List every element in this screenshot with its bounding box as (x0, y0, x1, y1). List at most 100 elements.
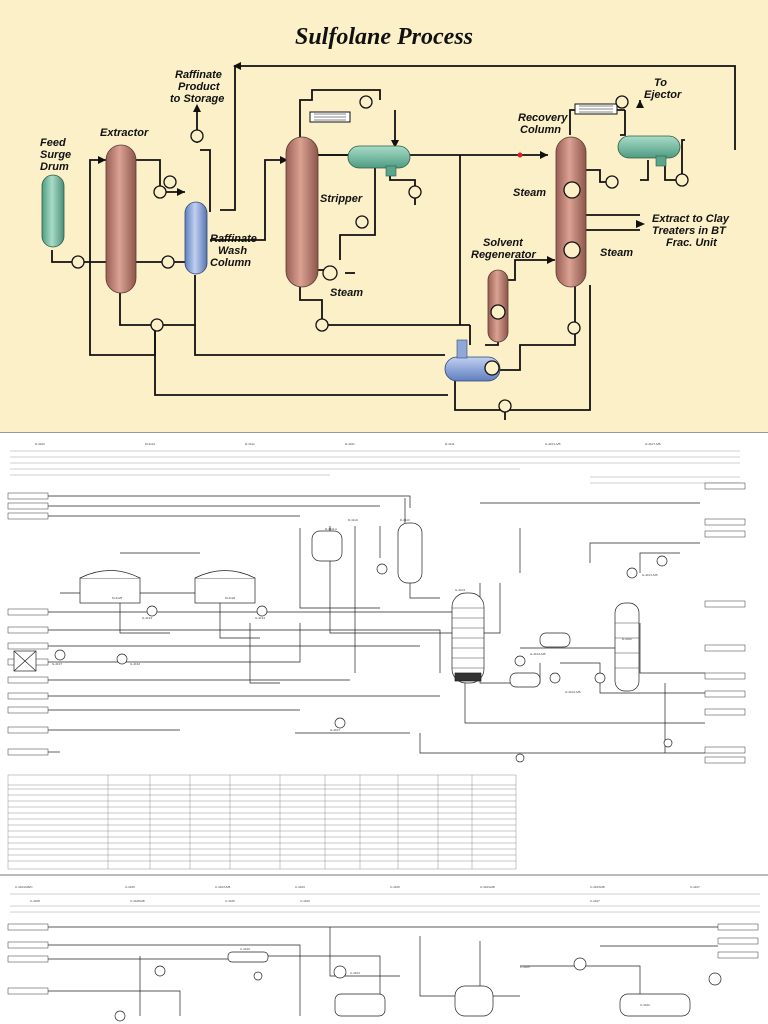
pid2-right-stream-boxes (717, 923, 759, 959)
label-extract-line1: Extract to Clay (652, 213, 730, 225)
label-wash-line3: Column (210, 257, 251, 269)
pid2-tag-10: C-4108A/B (130, 899, 145, 903)
recovery-column (555, 136, 587, 288)
pid2-tag-3: C-4104 A/B (215, 885, 230, 889)
pid2-header-notes: C-4104A/B/C C-4105 C-4104 A/B C-4103 C-4… (10, 885, 760, 913)
label-recovery-line1: Recovery (518, 112, 568, 124)
sulfolane-process-diagram: Sulfolane Process (0, 0, 768, 432)
pid-drawing-sheet-1: D-4102 M-4121 D-4112 D-4101 D-4111 G-410… (0, 432, 768, 873)
pid2-tag-c4102: C-4102 (640, 1003, 650, 1007)
pid-tag-g4132: G-4132 (130, 662, 140, 666)
pid-tag-d4110: D-4110 (348, 518, 358, 522)
label-regenerator-line2: Regenerator (471, 249, 537, 261)
air-cooler-recovery (574, 103, 618, 115)
pid2-tag-c4104: C-4104 (350, 971, 360, 975)
label-feed-line1: Feed (40, 137, 66, 149)
label-stripper: Stripper (320, 193, 363, 205)
pid-tag-7: G-4107 A/B (645, 442, 661, 446)
pid2-tag-9: C-4108 (30, 899, 40, 903)
pid-tag-g4137: G-4137 (52, 662, 62, 666)
pid-stream-table (7, 774, 517, 870)
pid2-tag-c4120: C-4120 (240, 947, 250, 951)
label-raffinate-line3: to Storage (170, 93, 224, 105)
pid2-tag-8: C-4107 (690, 885, 700, 889)
pid-tag-g4134: G-4134 (255, 616, 265, 620)
air-cooler-stripper (309, 111, 351, 123)
pid-pumps (54, 555, 673, 763)
pid-tag-g4102ab: G-4102 A/B (565, 690, 581, 694)
pid-tag-g4107: G-4107 (330, 728, 340, 732)
pid-exchanger-1 (509, 672, 541, 688)
diagram-labels: Feed Surge Drum Extractor Raffinate Prod… (40, 69, 730, 299)
accent-dot (517, 152, 523, 158)
pid-right-stream-boxes (704, 482, 746, 764)
label-wash-line2: Wash (218, 245, 247, 257)
label-wash-line1: Raffinate (210, 233, 257, 245)
pid-drum-d4113 (397, 522, 423, 584)
pid-drawing-sheet-2: C-4104A/B/C C-4105 C-4104 A/B C-4103 C-4… (0, 874, 768, 1024)
label-ejector-line2: Ejector (644, 89, 682, 101)
recovery-overhead-drum (617, 135, 681, 167)
pid-tag-5: D-4111 (445, 442, 455, 446)
stripper-column (285, 136, 319, 288)
pid-tag-g4103: G-4103 (455, 588, 465, 592)
pid-vessel-d4111a (311, 530, 343, 562)
label-raffinate-line2: Product (178, 81, 221, 93)
pid2-tag-13: C-4107 (590, 899, 600, 903)
pid2-tag-6: C-4104A/B (480, 885, 495, 889)
pid-tag-4: D-4101 (345, 442, 355, 446)
pid-piping (48, 495, 705, 754)
pid2-tag-2: C-4105 (125, 885, 135, 889)
flow-arrows (98, 62, 645, 264)
label-steam-recovery-1: Steam (513, 187, 546, 199)
label-regenerator-line1: Solvent (483, 237, 524, 249)
pid-tank-m4125 (79, 577, 141, 604)
label-extract-line2: Treaters in BT (652, 225, 727, 237)
pid-tag-6: G-4101 A/B (545, 442, 561, 446)
pid-tag-1: D-4102 (35, 442, 45, 446)
pid-tag-d4113: D-4113 (400, 518, 410, 522)
pid-equipment-tags: D-4111 A D-4110 D-4113 M-4125 M-4126 G-4… (52, 518, 658, 732)
pid2-tag-1: C-4104A/B/C (15, 885, 34, 889)
label-feed-line3: Drum (40, 161, 69, 173)
extractor-column (105, 144, 137, 294)
raffinate-wash-column (184, 201, 208, 275)
pid2-tag-7: C-4103A/B (590, 885, 605, 889)
pid-tag-d4102b: D-4102 (622, 637, 632, 641)
pid-tag-g4101ab: G-4101 A/B (642, 573, 658, 577)
pid-equipment (13, 522, 640, 692)
pid2-tag-5: C-4106 (390, 885, 400, 889)
stripper-overhead-drum (347, 145, 411, 177)
diagram-title: Sulfolane Process (295, 24, 473, 50)
pid2-equipment (114, 951, 722, 1022)
pid2-left-stream-boxes (7, 923, 49, 995)
label-raffinate-line1: Raffinate (175, 69, 222, 81)
pid-tank-m4126 (194, 577, 256, 604)
label-feed-line2: Surge (40, 149, 71, 161)
pid2-tag-11: C-4105 (225, 899, 235, 903)
pid-left-stream-boxes (7, 492, 49, 756)
pid-tag-g4104ab: G-4104 A/B (530, 652, 546, 656)
pid-tag-m4126: M-4126 (225, 596, 236, 600)
pid2-tag-12: C-4106 (300, 899, 310, 903)
pid-header-notes: D-4102 M-4121 D-4112 D-4101 D-4111 G-410… (10, 442, 740, 484)
label-steam-stripper: Steam (330, 287, 363, 299)
process-piping (51, 65, 736, 420)
pumps (71, 129, 689, 413)
pid-tag-d4111a: D-4111 A (325, 527, 337, 531)
pid2-equipment-tags: C-4120 C-4104 C-4105 C-4102 (240, 947, 650, 1007)
feed-surge-drum (41, 174, 65, 248)
pid-tag-m4125: M-4125 (112, 596, 123, 600)
pid-tag-2: M-4121 (145, 442, 156, 446)
label-recovery-line2: Column (520, 124, 561, 136)
pid2-tag-4: C-4103 (295, 885, 305, 889)
label-extract-line3: Frac. Unit (666, 237, 718, 249)
pid-tag-3: D-4112 (245, 442, 255, 446)
label-steam-recovery-2: Steam (600, 247, 633, 259)
label-extractor: Extractor (100, 127, 149, 139)
heat-exchangers (163, 95, 629, 376)
pid-tag-g4133: G-4133 (142, 616, 152, 620)
pid2-tag-c4105: C-4105 (520, 965, 530, 969)
label-ejector-line1: To (654, 77, 667, 89)
